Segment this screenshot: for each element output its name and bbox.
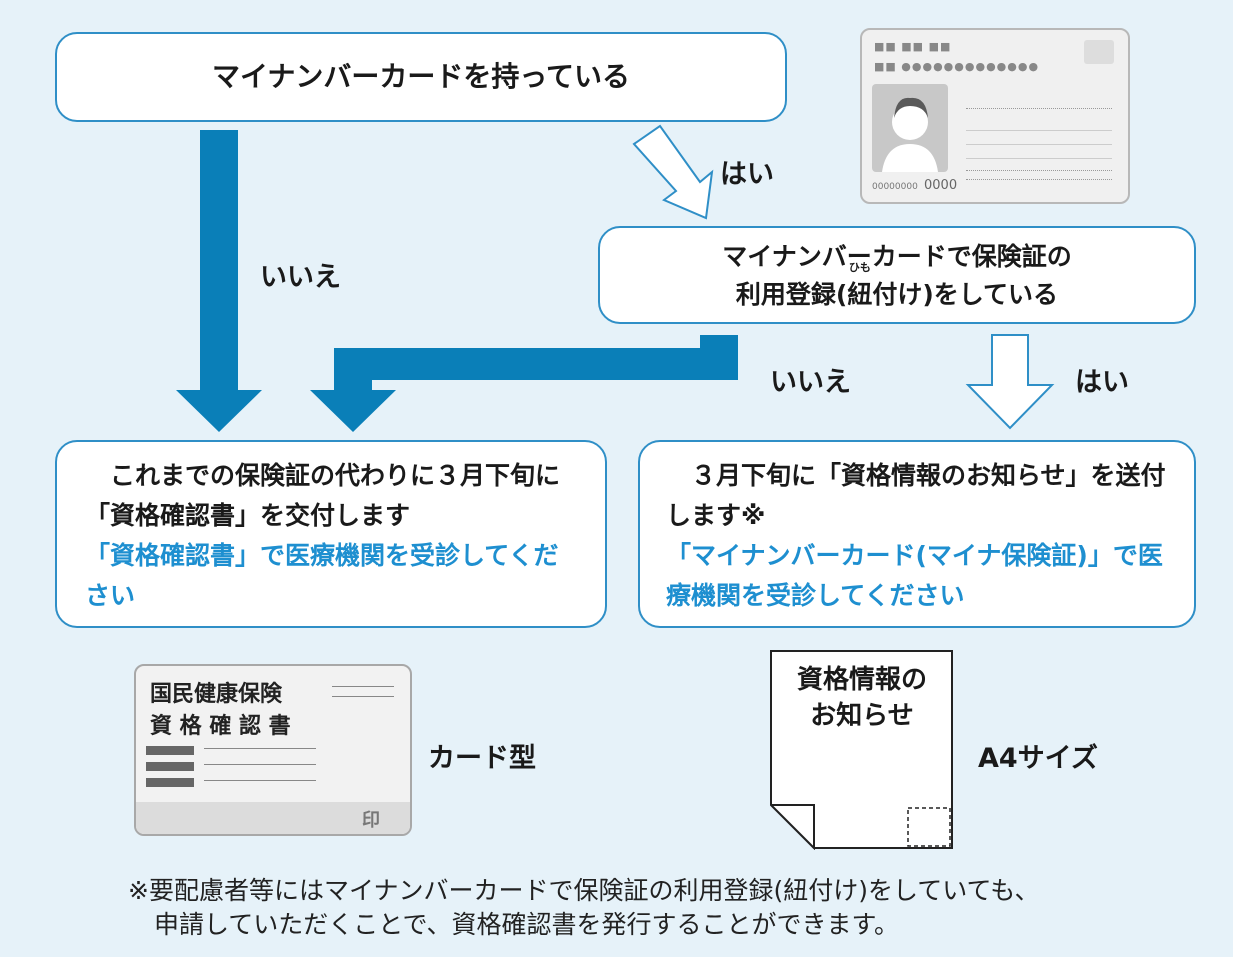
- cert-bar: [146, 778, 194, 787]
- edge-yes-1: はい: [720, 159, 774, 190]
- edge-no-1: いいえ: [260, 262, 341, 293]
- card-row2: ■■ ●●●●●●●●●●●●●: [874, 60, 1040, 73]
- cert-bar: [146, 762, 194, 771]
- node-registered: マイナンバーカードで保険証の 利用登録(ひも紐付け)をしている: [598, 226, 1196, 324]
- arrow-yes-diagonal: [632, 124, 714, 220]
- cert-card-illustration: 国民健康保険 資 格 確 認 書 印: [134, 664, 412, 836]
- cert-card-title: 国民健康保険: [150, 682, 283, 707]
- result-left-accent: 「資格確認書」で医療機関を受診してください: [85, 541, 559, 610]
- ruby-text: ひも: [848, 261, 871, 274]
- cert-line: [204, 780, 316, 781]
- card-line: [966, 130, 1112, 131]
- cert-line: [332, 696, 394, 697]
- footnote: ※要配慮者等にはマイナンバーカードで保険証の利用登録(紐付け)をしていても、 申…: [0, 874, 1233, 942]
- cert-line: [204, 764, 316, 765]
- cert-footer: [136, 802, 410, 834]
- cert-card-subtitle: 資 格 確 認 書: [150, 714, 291, 739]
- node-registered-line1: マイナンバーカードで保険証の: [722, 242, 1072, 271]
- result-right-text: ３月下旬に「資格情報のお知らせ」を送付します※: [666, 461, 1166, 530]
- notice-doc-caption: A4サイズ: [978, 743, 1098, 774]
- document-icon: [770, 650, 953, 850]
- stamp-mark: 印: [362, 810, 380, 831]
- footnote-line2: 申請していただくことで、資格確認書を発行することができます。: [154, 910, 900, 939]
- card-number: 0000: [924, 178, 958, 193]
- arrow-no-left: [176, 130, 262, 432]
- arrow-no-middle: [310, 335, 738, 432]
- cert-bar: [146, 746, 194, 755]
- card-line: [966, 108, 1112, 113]
- card-line: [966, 170, 1112, 180]
- cert-card-caption: カード型: [428, 743, 536, 774]
- node-have-card-text: マイナンバーカードを持っている: [211, 60, 631, 93]
- result-right-accent: 「マイナンバーカード(マイナ保険証)」で医療機関を受診してください: [666, 541, 1163, 610]
- card-chip: [1084, 40, 1114, 64]
- avatar: [872, 84, 948, 172]
- node-registered-line2: 利用登録(ひも紐付け)をしている: [735, 261, 1059, 309]
- edge-no-2: いいえ: [770, 367, 851, 398]
- result-left-text: これまでの保険証の代わりに３月下旬に「資格確認書」を交付します: [85, 461, 561, 530]
- edge-yes-2: はい: [1075, 367, 1129, 398]
- footnote-line1: ※要配慮者等にはマイナンバーカードで保険証の利用登録(紐付け)をしていても、: [128, 876, 1040, 905]
- node-result-right: ３月下旬に「資格情報のお知らせ」を送付します※ 「マイナンバーカード(マイナ保険…: [638, 440, 1196, 628]
- node-have-card: マイナンバーカードを持っている: [55, 32, 787, 122]
- person-icon: [882, 97, 938, 172]
- cert-line: [332, 686, 394, 687]
- card-small-id: 00000000: [872, 182, 918, 192]
- card-line: [966, 158, 1112, 159]
- mynumber-card-illustration: ■■ ■■ ■■ ■■ ●●●●●●●●●●●●● 00000000 0000: [860, 28, 1130, 204]
- node-result-left: これまでの保険証の代わりに３月下旬に「資格確認書」を交付します 「資格確認書」で…: [55, 440, 607, 628]
- card-line: [966, 144, 1112, 145]
- notice-doc-title: 資格情報の お知らせ: [796, 665, 927, 731]
- cert-line: [204, 748, 316, 749]
- arrow-yes-right: [965, 334, 1055, 430]
- card-row1: ■■ ■■ ■■: [874, 40, 952, 53]
